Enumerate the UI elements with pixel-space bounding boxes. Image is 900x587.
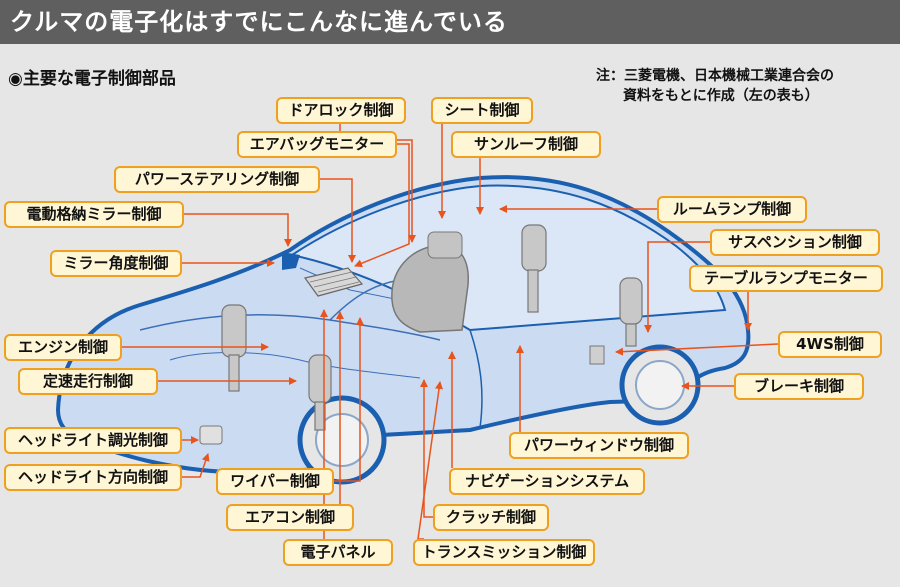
label-cruise: 定速走行制御 (18, 368, 158, 395)
label-brake: ブレーキ制御 (734, 373, 864, 400)
leader-power-steering (320, 178, 356, 263)
car-body (55, 175, 751, 485)
label-mirror-angle: ミラー角度制御 (50, 250, 182, 277)
label-mirror-fold: 電動格納ミラー制御 (4, 201, 184, 228)
shock-absorbers (221, 224, 643, 431)
rear-wheel-hub (635, 360, 685, 410)
diagram-subtitle: ◉主要な電子制御部品 (8, 69, 176, 89)
leader-headlight-direction (182, 453, 210, 478)
side-mirror (282, 252, 300, 270)
label-transmission: トランスミッション制御 (413, 539, 595, 566)
seat-shape (391, 244, 469, 333)
label-sunroof: サンルーフ制御 (451, 131, 601, 158)
leader-clutch (420, 379, 433, 518)
label-electronic-panel: 電子パネル (283, 539, 393, 566)
label-clutch: クラッチ制御 (433, 504, 549, 531)
leader-mirror-fold (184, 213, 292, 247)
label-headlight-dimmer: ヘッドライト調光制御 (4, 427, 182, 454)
label-four-ws: 4WS制御 (778, 331, 882, 358)
leader-wiper (334, 317, 364, 482)
leader-four-ws (615, 343, 779, 356)
label-door-lock: ドアロック制御 (276, 97, 406, 124)
label-power-steering: パワーステアリング制御 (114, 166, 320, 193)
engine-line (169, 352, 421, 379)
label-airbag: エアバッグモニター (237, 131, 397, 158)
door-line (469, 329, 483, 429)
source-note-line2: 資料をもとに作成（左の表も） (623, 88, 819, 104)
source-note: 注：三菱電機、日本機械工業連合会の 資料をもとに作成（左の表も） (596, 66, 834, 106)
label-table-lamp: テーブルランプモニター (689, 265, 883, 292)
leader-airbag (354, 143, 410, 268)
label-suspension: サスペンション制御 (710, 229, 880, 256)
headlight-component (199, 425, 223, 445)
label-headlight-direction: ヘッドライト方向制御 (4, 464, 182, 491)
leader-suspension (644, 241, 710, 333)
label-seat: シート制御 (431, 97, 533, 124)
label-wiper: ワイパー制御 (216, 468, 334, 495)
panel-vents (309, 271, 360, 293)
four-ws-component (589, 345, 605, 365)
page-title: クルマの電子化はすでにこんなに進んでいる (0, 0, 900, 44)
label-navigation: ナビゲーションシステム (449, 468, 645, 495)
label-aircon: エアコン制御 (226, 504, 354, 531)
label-engine: エンジン制御 (4, 334, 122, 361)
label-power-window: パワーウィンドウ制御 (509, 432, 689, 459)
source-note-line1: 注：三菱電機、日本機械工業連合会の (596, 68, 834, 84)
front-wheel-hub (315, 413, 369, 467)
label-room-lamp: ルームランプ制御 (657, 196, 807, 223)
headrest-shape (427, 231, 463, 259)
hood-line (139, 314, 441, 341)
